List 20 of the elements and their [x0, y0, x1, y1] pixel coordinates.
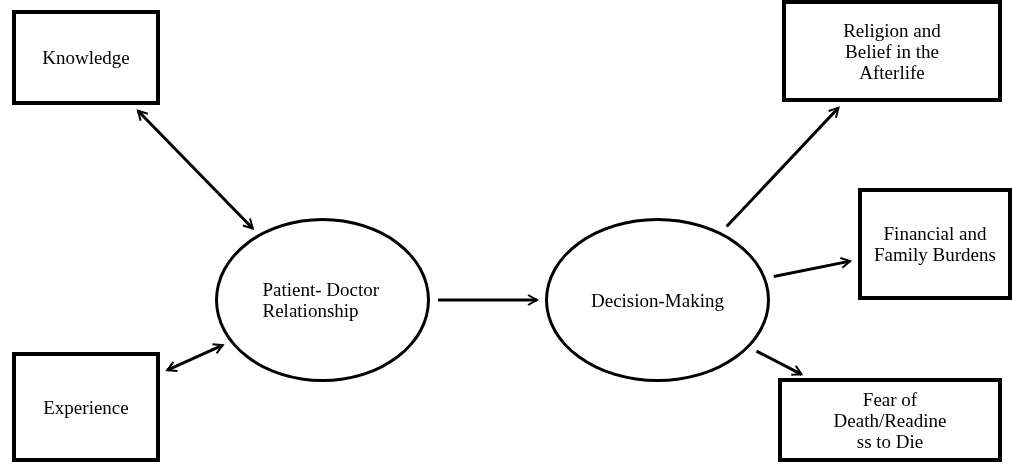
node-label: Knowledge	[42, 47, 130, 68]
concept-ellipse	[215, 218, 430, 382]
arrow	[136, 109, 254, 230]
arrow	[166, 343, 224, 373]
node-label: Patient- Doctor Relationship	[262, 279, 381, 321]
node-label: Financial and Family Burdens	[873, 223, 997, 265]
node-label: Decision-Making	[591, 289, 724, 311]
arrow	[755, 349, 803, 376]
node-label: Fear of Death/Readine ss to Die	[832, 388, 948, 452]
concept-box	[12, 10, 160, 105]
node-label: Religion and Belief in the Afterlife	[842, 19, 942, 83]
arrow	[438, 294, 538, 306]
concept-box	[782, 0, 1002, 102]
concept-box	[858, 188, 1012, 300]
concept-box	[778, 378, 1002, 462]
arrow	[773, 257, 852, 278]
node-label: Experience	[43, 396, 129, 418]
concept-box	[12, 352, 160, 462]
arrow	[725, 106, 840, 228]
concept-ellipse	[545, 218, 770, 382]
